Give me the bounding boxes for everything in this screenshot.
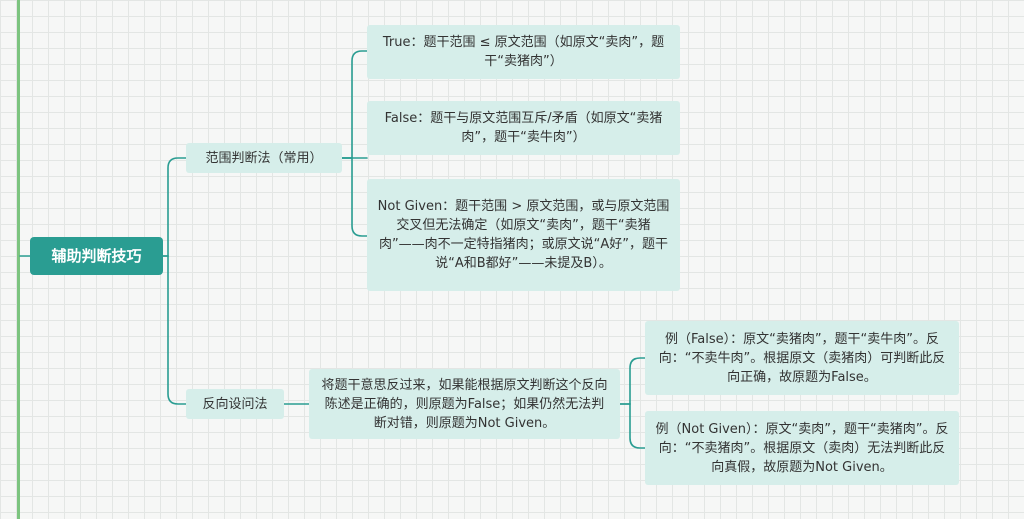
connector-root-branch-1: [162, 157, 187, 257]
connector-branch1-child-3: [341, 157, 368, 237]
branch-node-label: 范围判断法（常用）: [205, 150, 323, 166]
leaf-node-true[interactable]: True：题干范围 ≤ 原文范围（如原文“卖肉”，题干“卖猪肉”）: [367, 25, 680, 79]
root-node[interactable]: 辅助判断技巧: [30, 237, 163, 275]
example-node-text: 例（Not Given）：原文“卖肉”，题干“卖猪肉”。反向：“不卖猪肉”。根据…: [655, 421, 949, 475]
example-node-false[interactable]: 例（False）：原文“卖猪肉”，题干“卖牛肉”。反向：“不卖牛肉”。根据原文（…: [645, 321, 959, 395]
leaf-node-text: True：题干范围 ≤ 原文范围（如原文“卖肉”，题干“卖猪肉”）: [382, 35, 665, 69]
example-node-not-given[interactable]: 例（Not Given）：原文“卖肉”，题干“卖猪肉”。反向：“不卖猪肉”。根据…: [645, 411, 959, 485]
leaf-node-false[interactable]: False：题干与原文范围互斥/矛盾（如原文“卖猪肉”，题干“卖牛肉”）: [367, 101, 680, 155]
detail-node-reverse-explanation[interactable]: 将题干意思反过来，如果能根据原文判断这个反向陈述是正确的，则原题为False；如…: [309, 369, 620, 439]
example-node-text: 例（False）：原文“卖猪肉”，题干“卖牛肉”。反向：“不卖牛肉”。根据原文（…: [658, 331, 946, 385]
side-connector-bar: [17, 0, 20, 519]
branch-node-range-method[interactable]: 范围判断法（常用）: [186, 143, 342, 173]
root-node-label: 辅助判断技巧: [51, 246, 142, 265]
branch-node-label: 反向设问法: [202, 396, 268, 412]
connector-root-branch-2: [162, 255, 187, 405]
detail-node-text: 将题干意思反过来，如果能根据原文判断这个反向陈述是正确的，则原题为False；如…: [321, 377, 608, 431]
connector-detail-example-1: [619, 357, 646, 405]
leaf-node-text: Not Given：题干范围 > 原文范围，或与原文范围交叉但无法确定（如原文“…: [377, 199, 670, 271]
connector-detail-example-2: [619, 403, 646, 449]
leaf-node-text: False：题干与原文范围互斥/矛盾（如原文“卖猪肉”，题干“卖牛肉”）: [384, 111, 663, 145]
leaf-node-not-given[interactable]: Not Given：题干范围 > 原文范围，或与原文范围交叉但无法确定（如原文“…: [367, 179, 680, 291]
branch-node-reverse-method[interactable]: 反向设问法: [186, 389, 284, 419]
connector-branch1-child-1: [341, 50, 368, 159]
